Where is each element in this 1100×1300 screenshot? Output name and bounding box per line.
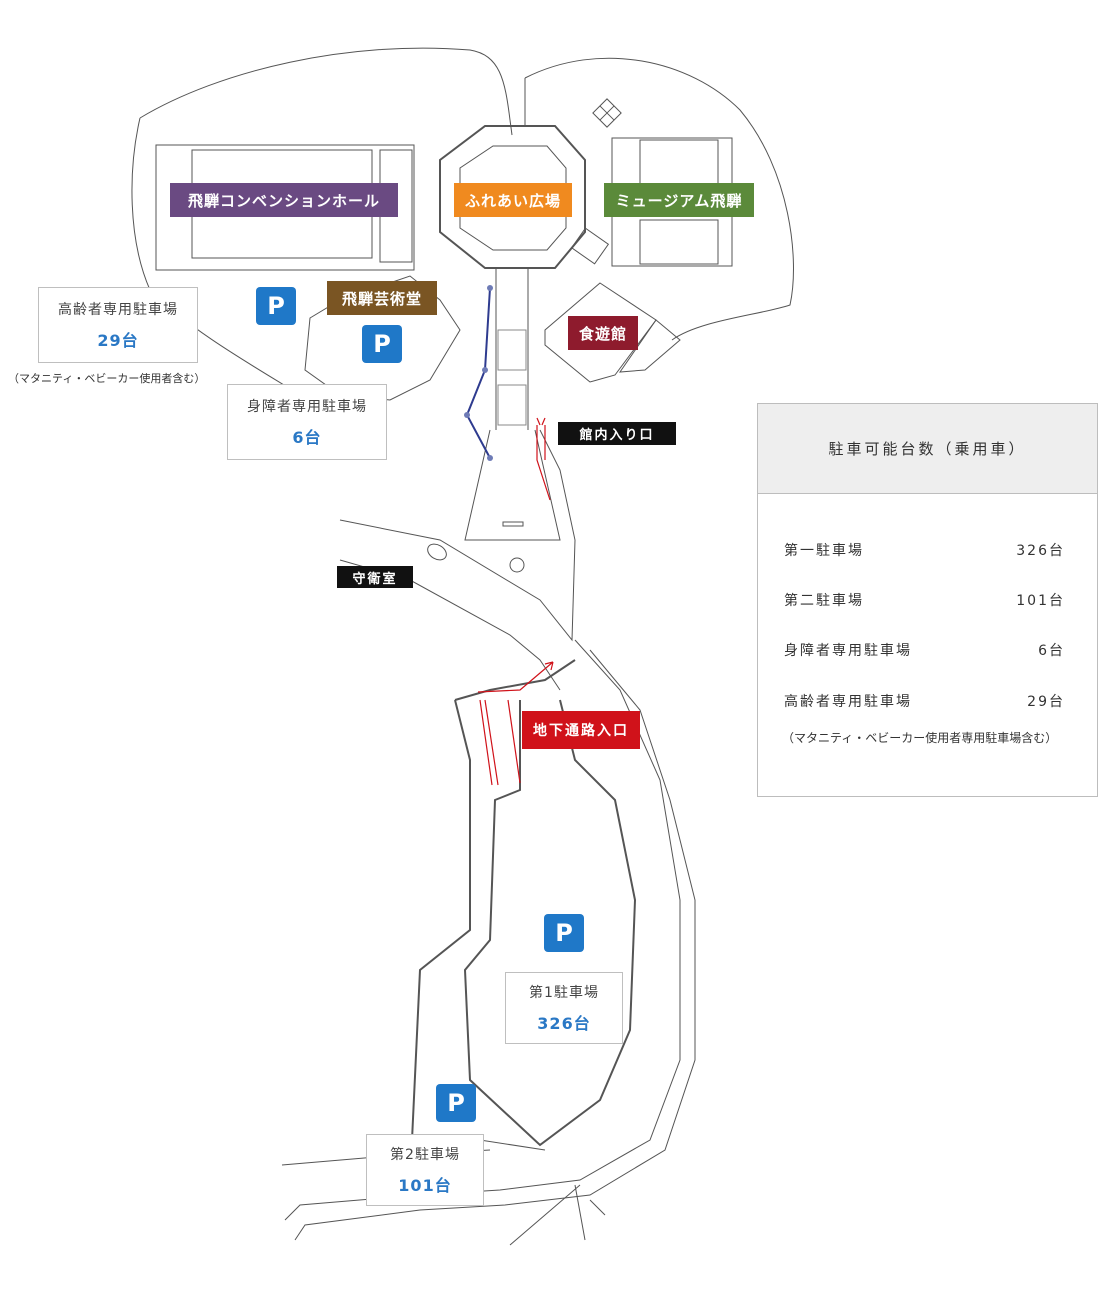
disabled-parking-name: 身障者専用駐車場	[247, 399, 367, 415]
dining-hall-label: 食遊館	[568, 316, 638, 350]
convention-hall-outline	[155, 144, 415, 271]
summary-row-count: 29台	[1027, 694, 1065, 710]
lot2-name: 第2駐車場	[390, 1147, 460, 1163]
lot1-outline	[411, 659, 637, 1147]
elderly-parking-box: 高齢者専用駐車場 29台	[38, 287, 198, 363]
parking-icon: P	[362, 325, 402, 363]
entrance-route	[536, 425, 551, 501]
disabled-parking-box: 身障者専用駐車場 6台	[227, 384, 387, 460]
parking-icon: P	[436, 1084, 476, 1122]
lot2-box: 第2駐車場 101台	[366, 1134, 484, 1206]
summary-row-name: 第一駐車場	[784, 543, 864, 559]
summary-row: 第一駐車場 326台	[784, 539, 1065, 561]
summary-title: 駐車可能台数（乗用車）	[758, 404, 1097, 494]
walkway-node	[482, 367, 488, 373]
summary-row-name: 第二駐車場	[784, 593, 864, 609]
walkway-node	[464, 412, 470, 418]
lot1-box: 第1駐車場 326台	[505, 972, 623, 1044]
lot1-count: 326台	[537, 1014, 591, 1033]
summary-row: 身障者専用駐車場 6台	[784, 639, 1065, 661]
summary-row: 第二駐車場 101台	[784, 589, 1065, 611]
underground-route	[477, 661, 554, 786]
summary-row-count: 101台	[1016, 593, 1065, 609]
walkway-line	[465, 287, 491, 459]
museum-label: ミュージアム飛騨	[604, 183, 754, 217]
walkway-node	[487, 455, 493, 461]
underground-entrance-label: 地下通路入口	[522, 711, 640, 749]
fureai-plaza-label: ふれあい広場	[454, 183, 572, 217]
summary-row-count: 326台	[1016, 543, 1065, 559]
convention-hall-label: 飛騨コンベンションホール	[170, 183, 398, 217]
parking-icon: P	[544, 914, 584, 952]
lot2-count: 101台	[398, 1176, 452, 1195]
summary-row-name: 高齢者専用駐車場	[784, 694, 912, 710]
entrance-label: 館内入り口	[558, 422, 676, 445]
summary-row-name: 身障者専用駐車場	[784, 643, 912, 659]
main-road	[339, 429, 576, 642]
elderly-parking-note: （マタニティ・ベビーカー使用者含む）	[8, 372, 206, 385]
summary-row: 高齢者専用駐車場 29台	[784, 690, 1065, 712]
disabled-parking-count: 6台	[292, 428, 322, 447]
elderly-parking-name: 高齢者専用駐車場	[58, 302, 178, 318]
lot1-name: 第1駐車場	[529, 985, 599, 1001]
parking-icon: P	[256, 287, 296, 325]
walkway-node	[487, 285, 493, 291]
summary-row-count: 6台	[1038, 643, 1065, 659]
guard-room-label: 守衛室	[337, 566, 413, 588]
parking-capacity-summary: 駐車可能台数（乗用車） 第一駐車場 326台 第二駐車場 101台 身障者専用駐…	[757, 403, 1098, 797]
summary-note: （マタニティ・ベビーカー使用者専用駐車場含む）	[782, 731, 1058, 745]
elderly-parking-count: 29台	[97, 331, 139, 350]
art-hall-label: 飛騨芸術堂	[327, 281, 437, 315]
fureai-plaza-outline	[439, 125, 586, 269]
